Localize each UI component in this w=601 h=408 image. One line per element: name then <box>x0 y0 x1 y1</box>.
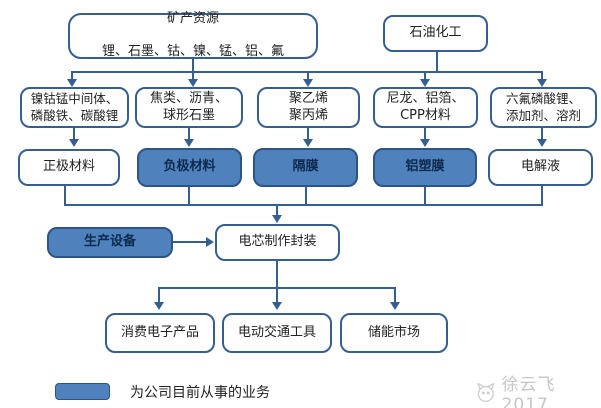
arrow-down-cell-assembly <box>272 215 282 223</box>
node-consumer-electronics: 消费电子产品 <box>105 313 215 353</box>
connector-stub-separator <box>307 128 309 140</box>
node-cell-assembly: 电芯制作封装 <box>215 224 340 261</box>
connector-collector-drop <box>276 204 278 216</box>
connector-stub-raw1 <box>71 71 73 80</box>
node-energy-storage: 储能市场 <box>340 313 448 353</box>
node-ncm-intermediates: 镍钴锰中间体、 磷酸铁、碳酸锂 <box>20 87 129 128</box>
node-al-plastic-film: 铝塑膜 <box>373 148 477 187</box>
connector-stub-cathode <box>73 128 75 140</box>
mineral-resources-title: 矿产资源 <box>166 10 219 26</box>
connector-petro-drop <box>436 52 438 72</box>
connector-stub-electrolyte <box>541 128 543 140</box>
arrow-down-anode <box>184 139 194 147</box>
node-cathode-material: 正极材料 <box>18 149 120 186</box>
arrow-down-raw3 <box>303 79 313 87</box>
arrow-right-cell-assembly <box>206 237 214 247</box>
node-ev-transport: 电动交通工具 <box>222 313 332 353</box>
arrow-down-consumer <box>154 302 164 310</box>
node-electrolyte: 电解液 <box>488 149 593 186</box>
connector-anode-down <box>188 187 190 206</box>
node-separator: 隔膜 <box>253 148 358 187</box>
connector-stub-ev <box>276 287 278 303</box>
connector-stub-raw2 <box>192 71 194 80</box>
legend-label: 为公司目前从事的业务 <box>130 385 270 401</box>
arrow-down-storage <box>390 302 400 310</box>
connector-stub-anode <box>188 128 190 140</box>
connector-stub-consumer <box>158 287 160 303</box>
arrow-down-raw2 <box>188 79 198 87</box>
connector-film-down <box>424 187 426 206</box>
watermark: 徐云飞2017 <box>474 370 601 408</box>
legend-blue-swatch <box>55 383 110 400</box>
arrow-down-raw5 <box>537 79 547 87</box>
connector-electrolyte-down <box>541 186 543 206</box>
arrow-down-ev <box>272 302 282 310</box>
connector-stub-film <box>424 128 426 140</box>
connector-cathode-down <box>64 186 66 206</box>
node-anode-material: 负极材料 <box>137 148 242 187</box>
connector-stub-raw4 <box>424 71 426 80</box>
watermark-text: 徐云飞2017 <box>501 375 556 408</box>
connector-separator-down <box>305 187 307 206</box>
arrow-down-raw4 <box>420 79 430 87</box>
connector-mineral-drop <box>192 59 194 72</box>
arrow-down-electrolyte <box>537 139 547 147</box>
connector-collector-bus <box>64 204 543 206</box>
connector-stub-raw3 <box>307 71 309 80</box>
mineral-resources-elements: 锂、石墨、钴、镍、锰、铝、氟 <box>101 44 284 60</box>
node-production-equipment: 生产设备 <box>47 227 173 258</box>
node-coke-pitch-graphite: 焦类、沥青、 球形石墨 <box>135 87 243 128</box>
connector-cell-down <box>276 261 278 289</box>
arrow-down-cathode <box>69 139 79 147</box>
arrow-down-film <box>420 139 430 147</box>
arrow-down-separator <box>303 139 313 147</box>
node-mineral-resources: 矿产资源 锂、石墨、钴、镍、锰、铝、氟 <box>68 10 318 60</box>
node-lipf6-additives-solvent: 六氟磷酸锂、 添加剂、溶剂 <box>490 87 597 128</box>
connector-equipment-to-cell <box>173 241 207 243</box>
node-petrochemical: 石油化工 <box>383 15 488 52</box>
node-nylon-foil-cpp: 尼龙、铝箔、 CPP材料 <box>373 87 478 128</box>
arrow-down-raw1 <box>67 79 77 87</box>
connector-stub-raw5 <box>541 71 543 80</box>
connector-stub-storage <box>394 287 396 303</box>
node-polyethylene-polypropylene: 聚乙烯 聚丙烯 <box>257 87 360 128</box>
cat-icon <box>477 382 495 402</box>
